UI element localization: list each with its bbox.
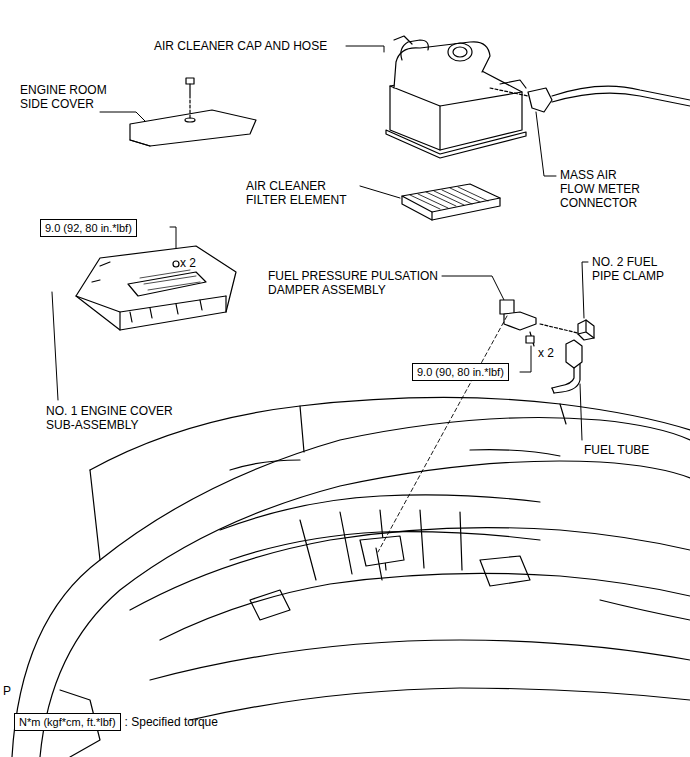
part-label: NO. 1 ENGINE COVER SUB-ASSEMBLY — [46, 404, 196, 432]
part-label: AIR CLEANER CAP AND HOSE — [154, 39, 354, 53]
engine-cover — [76, 246, 236, 330]
legend-text: : Specified torque — [125, 715, 265, 729]
torque-box: 9.0 (90, 80 in.*lbf) — [412, 363, 509, 381]
pulsation-damper — [500, 300, 582, 346]
part-label: FUEL PRESSURE PULSATION DAMPER ASSEMBLY — [268, 269, 444, 297]
vehicle-body — [12, 397, 690, 757]
part-label: MASS AIR FLOW METER CONNECTOR — [560, 168, 648, 210]
engine-room-side-cover — [130, 78, 256, 146]
part-label: AIR CLEANER FILTER ELEMENT — [246, 179, 360, 207]
leader-lines — [52, 46, 588, 440]
torque-value: N*m (kgf*cm, ft.*lbf) — [19, 715, 116, 729]
location-dashed-line — [378, 316, 507, 552]
air-cleaner-cap — [386, 36, 526, 158]
part-label: x 2 — [180, 256, 210, 270]
page-mark: P — [3, 684, 23, 698]
part-label: FUEL TUBE — [584, 443, 674, 457]
part-label: x 2 — [538, 346, 568, 360]
fuel-pipe-clamp — [578, 320, 594, 340]
torque-value: 9.0 (92, 80 in.*lbf) — [45, 221, 132, 235]
torque-box: N*m (kgf*cm, ft.*lbf) — [14, 713, 121, 731]
maf-connector — [490, 86, 690, 112]
torque-value: 9.0 (90, 80 in.*lbf) — [417, 365, 504, 379]
part-label: NO. 2 FUEL PIPE CLAMP — [592, 255, 676, 283]
filter-element — [402, 184, 500, 220]
torque-box: 9.0 (92, 80 in.*lbf) — [40, 219, 137, 237]
fuel-tube — [552, 340, 582, 393]
part-label: ENGINE ROOM SIDE COVER — [20, 83, 116, 111]
